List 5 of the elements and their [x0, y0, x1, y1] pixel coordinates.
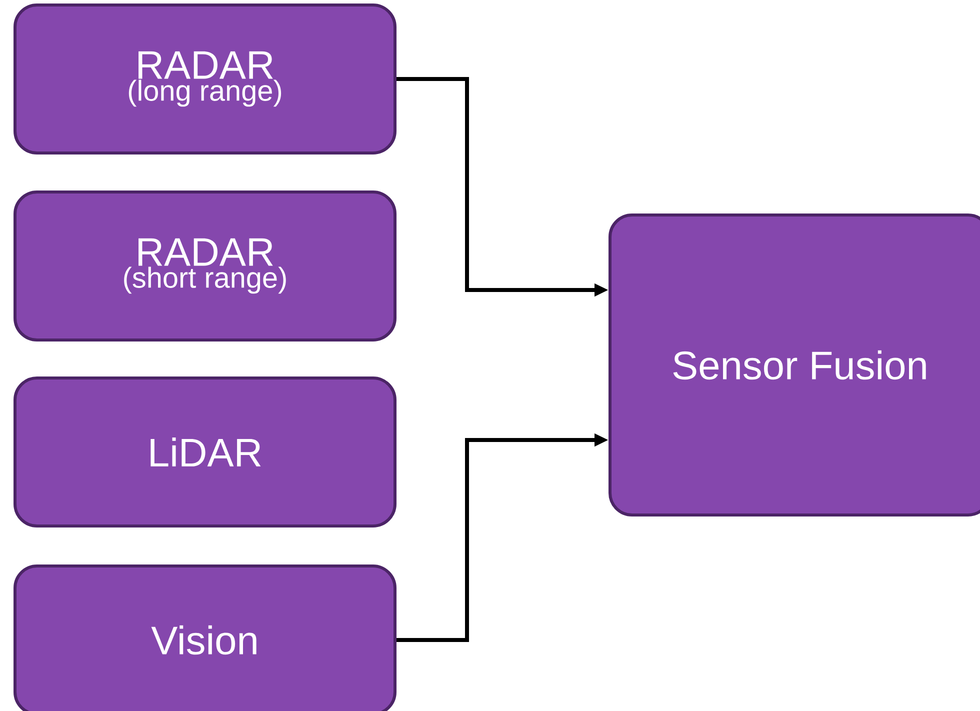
- process-box: RADAR (long range): [14, 4, 396, 154]
- process-box: Sensor Fusion: [608, 214, 980, 516]
- process-box: Vision: [14, 564, 396, 711]
- process-box: RADAR (short range): [14, 190, 396, 342]
- process-box: LiDAR: [14, 376, 396, 528]
